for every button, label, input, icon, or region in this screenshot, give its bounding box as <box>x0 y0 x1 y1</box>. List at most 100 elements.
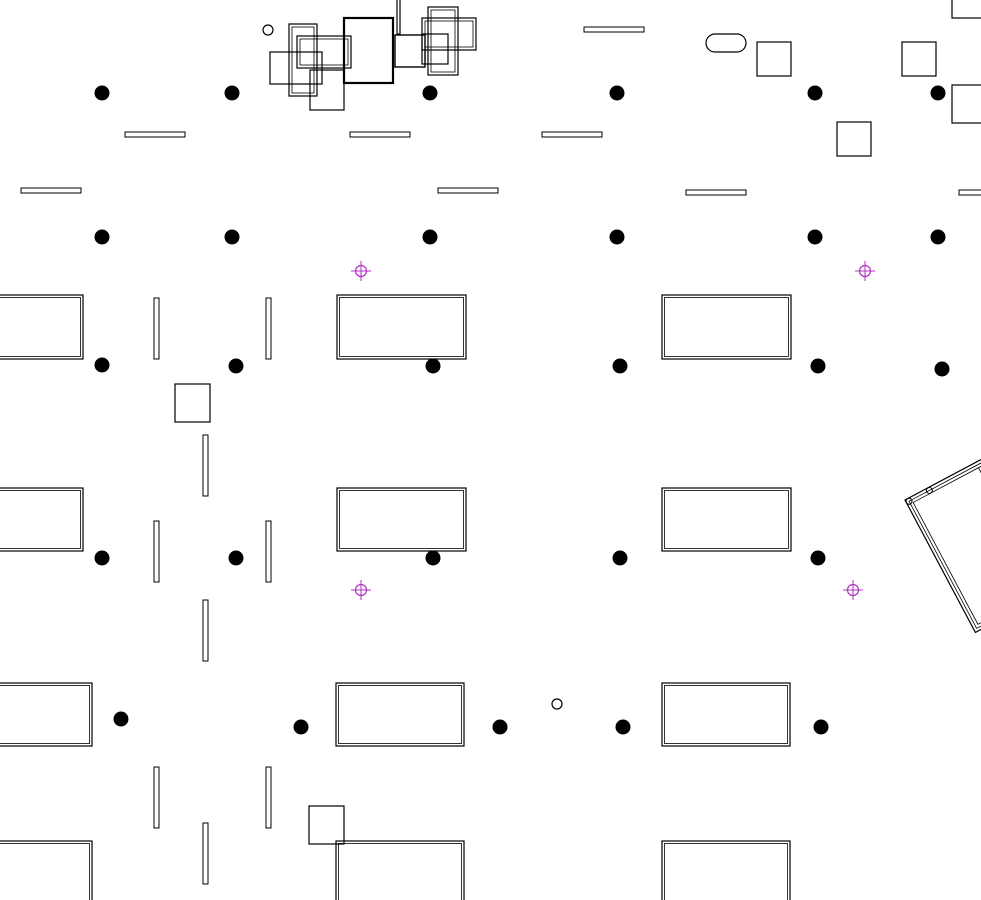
enclosure-hinge <box>905 497 913 505</box>
cabinet-box <box>951 84 981 124</box>
column-dot <box>612 550 628 566</box>
table-inner-outline <box>664 490 789 549</box>
table-inner-outline <box>339 297 464 357</box>
light-fixture-layer <box>351 261 875 600</box>
table-layer <box>0 294 792 900</box>
table-outline <box>0 682 93 747</box>
table-inner-outline <box>664 843 788 900</box>
partition-vertical <box>153 766 160 829</box>
table-outline <box>661 487 792 552</box>
partition-horizontal <box>20 187 82 194</box>
column-dot <box>609 85 625 101</box>
table-inner-outline <box>0 297 81 357</box>
column-dot <box>492 719 508 735</box>
equipment-box <box>288 23 318 97</box>
column-dot <box>934 361 950 377</box>
partition-layer <box>20 26 981 885</box>
drain-circle <box>551 698 563 710</box>
column-dot <box>94 550 110 566</box>
table-outline <box>336 294 467 360</box>
cabinet-box <box>951 0 981 19</box>
equipment-box <box>309 69 345 111</box>
table-outline <box>335 682 465 747</box>
table-outline <box>661 682 791 747</box>
partition-vertical <box>202 434 209 497</box>
equipment-box <box>342 16 395 85</box>
column-dot <box>930 85 946 101</box>
column-dot <box>813 719 829 735</box>
table-inner-outline <box>664 685 788 744</box>
column-dot <box>94 357 110 373</box>
table-outline <box>336 487 467 552</box>
partition-horizontal <box>685 189 747 196</box>
table-outline <box>0 487 84 552</box>
column-dot <box>293 719 309 735</box>
sink-oval <box>705 33 747 53</box>
partition-vertical <box>265 520 272 583</box>
column-dot <box>94 85 110 101</box>
table-inner-outline <box>664 297 789 357</box>
column-dot <box>807 85 823 101</box>
equipment-cluster <box>262 0 477 111</box>
equipment-box <box>430 9 456 73</box>
column-dot <box>615 719 631 735</box>
equipment-box <box>299 38 349 66</box>
partition-vertical <box>265 297 272 360</box>
partition-horizontal <box>437 187 499 194</box>
light-fixture-icon <box>351 261 371 281</box>
table-outline <box>661 840 791 900</box>
column-dot <box>422 229 438 245</box>
column-dot <box>113 711 129 727</box>
cabinet-layer <box>174 0 981 845</box>
light-fixture-icon <box>351 580 371 600</box>
column-dot <box>228 358 244 374</box>
rotated-enclosure <box>904 419 981 634</box>
table-inner-outline <box>338 685 462 744</box>
column-dot <box>807 229 823 245</box>
partition-vertical <box>265 766 272 829</box>
cabinet-box <box>901 41 937 77</box>
column-dot <box>224 85 240 101</box>
partition-horizontal <box>124 131 186 138</box>
column-dot <box>228 550 244 566</box>
table-inner-outline <box>339 490 464 549</box>
partition-horizontal <box>541 131 603 138</box>
table-outline <box>335 840 465 900</box>
partition-horizontal <box>349 131 411 138</box>
column-dot <box>609 229 625 245</box>
enclosure-hinge <box>925 486 933 494</box>
enclosure-mid <box>908 423 981 629</box>
table-outline <box>661 294 792 360</box>
column-dot <box>94 229 110 245</box>
light-fixture-icon <box>843 580 863 600</box>
partition-horizontal <box>958 189 981 196</box>
equipment-box <box>421 33 449 65</box>
outlet-circle <box>262 24 274 36</box>
table-inner-outline <box>338 843 462 900</box>
partition-vertical <box>202 822 209 885</box>
misc-layer <box>551 33 981 710</box>
enclosure-inner <box>912 427 981 625</box>
equipment-box <box>427 6 459 76</box>
partition-horizontal <box>583 26 645 33</box>
column-dot <box>930 229 946 245</box>
equipment-box <box>296 35 352 69</box>
table-inner-outline <box>0 685 90 744</box>
column-dot <box>422 85 438 101</box>
table-inner-outline <box>0 843 90 900</box>
cabinet-box <box>756 41 792 77</box>
column-dot <box>810 358 826 374</box>
column-dot <box>425 358 441 374</box>
partition-vertical <box>153 297 160 360</box>
equipment-box <box>396 0 401 35</box>
enclosure-outer <box>904 419 981 634</box>
cabinet-box <box>836 121 872 157</box>
column-dot <box>612 358 628 374</box>
partition-vertical <box>153 520 160 583</box>
partition-vertical <box>202 599 209 662</box>
column-dot <box>224 229 240 245</box>
table-outline <box>0 840 93 900</box>
column-dot <box>810 550 826 566</box>
equipment-box <box>291 26 315 94</box>
